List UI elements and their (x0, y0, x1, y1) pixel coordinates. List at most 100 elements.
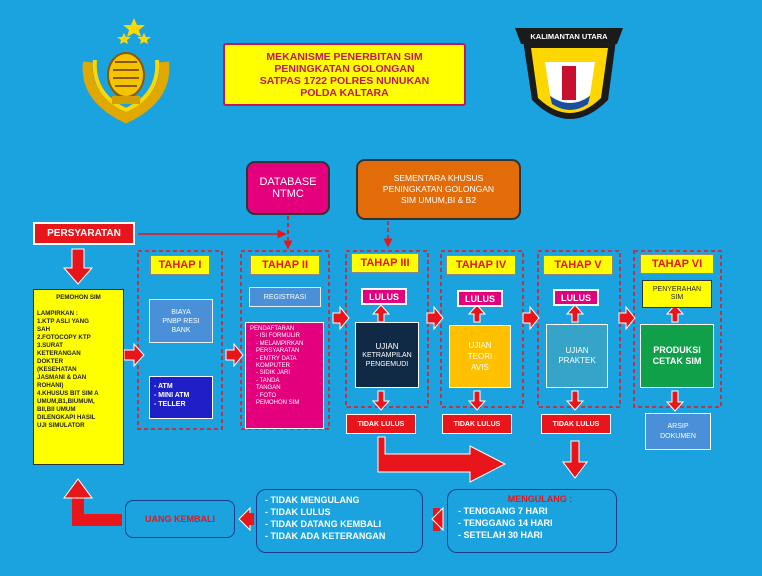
arsip-dokumen-box: ARSIP DOKUMEN (645, 413, 711, 450)
pemohon-title: PEMOHON SIM (56, 294, 101, 301)
pemohon-line: KETERANGAN (37, 350, 81, 357)
lulus-badge-5: LULUS (553, 289, 599, 306)
tahap-1-label: TAHAP I (150, 255, 210, 275)
arsip-line: ARSIP (667, 422, 689, 430)
pendaftaran-item: - ISI FORMULIR (256, 333, 301, 340)
produksi-cetak-box: PRODUKSI CETAK SIM (640, 324, 714, 388)
ujian-ketrampilan-box: UJIAN KETRAMPILAN PENGEMUDI (355, 322, 419, 388)
pendaftaran-item: - ENTRY DATA (256, 355, 297, 362)
biaya-pnbp-box: BIAYA PNBP RESI BANK (149, 299, 213, 343)
ujian3-line: PENGEMUDI (365, 360, 409, 368)
atm-line: - MINI ATM (154, 392, 190, 399)
tahap-4-label: TAHAP IV (446, 255, 516, 275)
pemohon-line: DILENGKAPI HASIL (37, 414, 96, 421)
emblem-banner-text: KALIMANTAN UTARA (530, 31, 608, 41)
produksi-line: PRODUKSI (653, 345, 701, 355)
title-line: POLDA KALTARA (300, 86, 389, 99)
pemohon-line: (KESEHATAN (37, 366, 77, 373)
penyerahan-line: SIM (670, 294, 684, 301)
penyerahan-line: PENYERAHAN (652, 286, 702, 293)
tidak-mengulang-box: - TIDAK MENGULANG - TIDAK LULUS - TIDAK … (256, 489, 423, 553)
pendaftaran-item: PERSYARATAN (256, 348, 300, 355)
tidak-lulus-badge-3: TIDAK LULUS (346, 414, 416, 434)
ujian5-line: PRAKTEK (558, 356, 596, 365)
pemohon-line: 2.FOTOCOPY KTP (37, 334, 91, 341)
mengulang-item: - TENGGANG 7 HARI (458, 506, 548, 516)
tahap-3-label: TAHAP III (351, 253, 419, 273)
arsip-line: DOKUMEN (660, 432, 696, 440)
ujian4-line: TEORI (467, 352, 493, 361)
mengulang-item: - TENGGANG 14 HARI (458, 518, 553, 528)
ujian3-line: UJIAN (375, 341, 399, 351)
pemohon-line: LAMPIRKAN : (37, 310, 78, 317)
diagram-title: MEKANISME PENERBITAN SIM PENINGKATAN GOL… (223, 43, 466, 106)
title-line: SATPAS 1722 POLRES NUNUKAN (259, 74, 430, 87)
pendaftaran-item: - TANDA (256, 377, 280, 384)
registrasi-box: REGISTRASI (249, 287, 321, 307)
database-line: DATABASE (259, 176, 317, 188)
sementara-khusus-box: SEMENTARA KHUSUS PENINGKATAN GOLONGAN SI… (356, 159, 521, 220)
ujian3-line: KETRAMPILAN (362, 351, 412, 359)
pendaftaran-title: PENDAFTARAN (250, 326, 295, 332)
biaya-line: BANK (171, 326, 191, 334)
pemohon-line: JASMANI & DAN (37, 374, 87, 381)
pendaftaran-item: - SIDIK JARI (256, 370, 291, 377)
tahap-6-label: TAHAP VI (640, 254, 714, 274)
ujian4-line: UJIAN (468, 341, 492, 350)
pendaftaran-box: PENDAFTARAN - ISI FORMULIR - MELAMPIRKAN… (245, 322, 324, 429)
database-line: NTMC (272, 188, 304, 200)
ujian-teori-box: UJIAN TEORI AVIS (449, 325, 511, 388)
lulus-badge-4: LULUS (457, 290, 503, 307)
tidak-mengulang-item: - TIDAK ADA KETERANGAN (265, 531, 386, 541)
atm-line: - TELLER (154, 401, 186, 408)
pemohon-line: UMUM,B1,BIUMUM, (37, 398, 95, 405)
tahap-5-label: TAHAP V (543, 255, 613, 275)
police-emblem-left (82, 18, 170, 124)
pemohon-line: ROHANI) (37, 382, 64, 389)
kaltara-emblem-right (515, 28, 623, 119)
ujian-praktek-box: UJIAN PRAKTEK (546, 324, 608, 388)
tidak-lulus-badge-5: TIDAK LULUS (541, 414, 611, 434)
biaya-line: BIAYA (171, 308, 191, 316)
biaya-line: PNBP RESI (162, 317, 200, 325)
title-line: PENINGKATAN GOLONGAN (274, 62, 415, 75)
tahap-2-label: TAHAP II (250, 255, 320, 275)
tidak-lulus-badge-4: TIDAK LULUS (442, 414, 512, 434)
pemohon-line: 3.SURAT (37, 342, 64, 349)
pendaftaran-item: - FOTO (256, 392, 277, 399)
title-line: MEKANISME PENERBITAN SIM (266, 50, 423, 63)
pemohon-line: UJI SIMULATOR (37, 422, 85, 429)
pendaftaran-item: PEMOHON SIM (256, 400, 300, 407)
pendaftaran-item: TANGAN (256, 385, 281, 392)
pemohon-line: 4.KHUSUS BIT SIM A (37, 390, 99, 397)
pendaftaran-list: - ISI FORMULIR - MELAMPIRKAN PERSYARATAN… (250, 333, 319, 407)
produksi-line: CETAK SIM (652, 356, 702, 366)
tidak-mengulang-item: - TIDAK LULUS (265, 507, 331, 517)
sementara-line: PENINGKATAN GOLONGAN (382, 184, 495, 194)
pendaftaran-item: - MELAMPIRKAN (256, 340, 304, 347)
tahap-2-frame (240, 250, 330, 430)
pemohon-line: SAH (37, 326, 51, 333)
persyaratan-label: PERSYARATAN (33, 222, 135, 245)
lulus-badge-3: LULUS (361, 288, 407, 305)
tidak-mengulang-item: - TIDAK MENGULANG (265, 495, 360, 505)
ujian4-line: AVIS (471, 363, 489, 372)
database-ntmc-box: DATABASE NTMC (246, 161, 330, 215)
penyerahan-sim-box: PENYERAHAN SIM (642, 280, 712, 308)
mengulang-item: - SETELAH 30 HARI (458, 530, 543, 540)
tidak-mengulang-item: - TIDAK DATANG KEMBALI (265, 519, 382, 529)
atm-line: - ATM (154, 383, 173, 390)
ujian5-line: UJIAN (565, 346, 589, 355)
mengulang-title: MENGULANG : (507, 494, 573, 504)
payment-methods-box: - ATM - MINI ATM - TELLER (149, 376, 213, 419)
pemohon-line: 1.KTP ASLI YANG (37, 318, 89, 325)
pemohon-line: DOKTER (37, 358, 64, 365)
uang-kembali-box: UANG KEMBALI (125, 500, 235, 538)
tahap-6-frame (633, 250, 722, 408)
pendaftaran-item: KOMPUTER (256, 363, 291, 370)
sementara-line: SIM UMUM,BI & B2 (400, 195, 477, 205)
sementara-line: SEMENTARA KHUSUS (393, 173, 484, 183)
tahap-1-frame (137, 250, 223, 430)
pemohon-line: BII,BII UMUM (37, 406, 76, 413)
